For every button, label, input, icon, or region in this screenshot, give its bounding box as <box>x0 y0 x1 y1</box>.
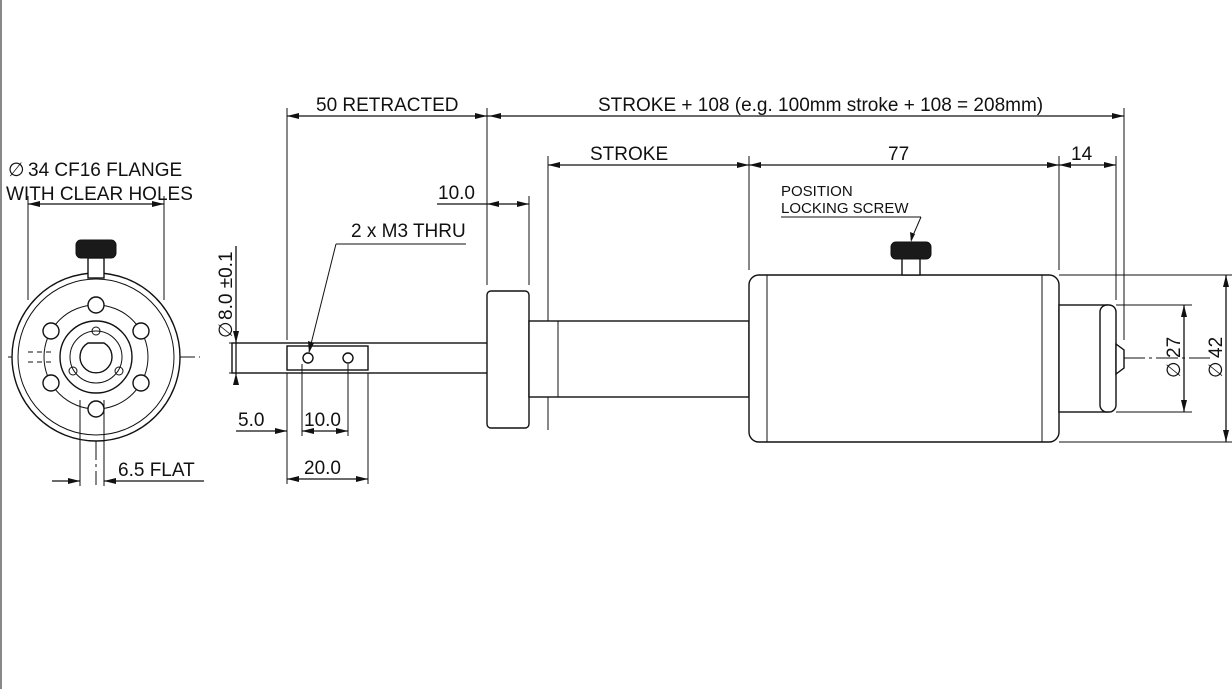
shaft-dia-symbol: ∅ <box>216 321 237 338</box>
actuator-body <box>748 274 1060 443</box>
side-dimensions: 50 RETRACTED STROKE + 108 (e.g. 100mm st… <box>216 95 1232 484</box>
m3-hole-2 <box>342 352 354 364</box>
locking-screw-knob-end <box>75 239 117 259</box>
dim-20-arrow-right <box>356 476 368 482</box>
shaft-dia-arrow-top <box>233 331 239 343</box>
m3-leader <box>308 243 337 353</box>
screw-stem <box>87 257 105 279</box>
flange-dim-arrow-left <box>28 201 40 207</box>
flange-chamfer-circle <box>17 278 175 436</box>
end-knob <box>1115 342 1125 376</box>
small-hole-left <box>68 366 78 376</box>
dim-total-label: STROKE + 108 (e.g. 100mm stroke + 108 = … <box>598 95 1043 116</box>
m3-hole-1 <box>302 352 314 364</box>
dim-total-arrow-right <box>1112 113 1124 119</box>
dim-flange-arrow-left <box>487 201 499 207</box>
flange-label-line1: 34 CF16 FLANGE <box>28 160 182 181</box>
dia42-label: 42 <box>1206 337 1227 358</box>
m3-label: 2 x M3 THRU <box>351 221 466 242</box>
dim-10-holes-label: 10.0 <box>304 410 341 431</box>
shaft-dia-label: 8.0 ±0.1 <box>216 251 237 320</box>
flat-dim-label: 6.5 FLAT <box>118 460 195 481</box>
shaft-dia-label-group: ∅ 8.0 ±0.1 <box>216 251 237 338</box>
dia27-symbol: ∅ <box>1164 361 1185 378</box>
clear-hole-top <box>87 296 105 314</box>
clear-hole-top-right <box>132 322 150 340</box>
small-hole-right <box>114 366 124 376</box>
flange-dim-arrow-right <box>152 201 164 207</box>
dim-77-label: 77 <box>888 144 909 165</box>
dim-retracted-arrow-right <box>475 113 487 119</box>
dia27-arrow-top <box>1181 305 1187 317</box>
dim-14-label: 14 <box>1071 144 1093 165</box>
inner-recess <box>69 330 123 384</box>
dim-14-arrow-left <box>1059 162 1071 168</box>
dim-14-arrow-right <box>1104 162 1116 168</box>
flat-dim-arrow-left <box>68 478 80 484</box>
dia42-arrow-top <box>1223 275 1229 287</box>
end-cap <box>1058 304 1108 413</box>
clear-hole-bottom-left <box>42 374 60 392</box>
end-view: ∅ 34 CF16 FLANGE WITH CLEAR HOLES 6.5 FL… <box>6 160 204 486</box>
m3-leader-arrow <box>308 341 314 353</box>
dim-retracted-arrow-left <box>287 113 299 119</box>
dia42-arrow-bottom <box>1223 430 1229 442</box>
dia27-label: 27 <box>1164 337 1185 358</box>
flat-dim-arrow-right <box>104 478 116 484</box>
dim-stroke-arrow-left <box>548 162 560 168</box>
dim-retracted-label: 50 RETRACTED <box>316 95 459 116</box>
dim-77-arrow-right <box>1047 162 1059 168</box>
flange-diameter-symbol: ∅ <box>8 160 25 181</box>
dim-total-arrow-left <box>489 113 501 119</box>
dia42-symbol: ∅ <box>1206 361 1227 378</box>
dia42-label-group: ∅ 42 <box>1206 337 1227 378</box>
dim-flange-arrow-right <box>517 201 529 207</box>
dim-flange-label: 10.0 <box>438 183 475 204</box>
dim-77-arrow-left <box>749 162 761 168</box>
dim-20-arrow-left <box>287 476 299 482</box>
dim-10-holes-arrow-right <box>336 428 348 434</box>
position-label-line2: LOCKING SCREW <box>781 200 909 217</box>
dim-stroke-arrow-right <box>737 162 749 168</box>
position-leader-arrow <box>910 232 915 242</box>
clear-hole-bottom-right <box>132 374 150 392</box>
position-label-line1: POSITION <box>781 183 853 200</box>
flange-label-line2: WITH CLEAR HOLES <box>6 184 193 205</box>
side-view <box>231 241 1210 443</box>
shaft-dia-arrow-bottom <box>233 373 239 385</box>
dia27-label-group: ∅ 27 <box>1164 337 1185 378</box>
shaft-end-with-flat <box>79 342 113 374</box>
cf16-flange <box>486 290 530 429</box>
dia27-arrow-bottom <box>1181 400 1187 412</box>
locking-screw-stem <box>901 257 921 276</box>
shaft-flat-end <box>286 345 369 371</box>
dim-5-label: 5.0 <box>238 410 264 431</box>
small-hole-top <box>91 326 101 336</box>
end-cap-rim <box>1099 304 1117 413</box>
dim-5-arrow-left <box>275 428 287 434</box>
clear-hole-top-left <box>42 322 60 340</box>
locking-screw-knob <box>890 241 932 260</box>
dim-20-label: 20.0 <box>304 458 341 479</box>
clear-hole-bottom <box>87 400 105 418</box>
neck-tube <box>528 320 750 398</box>
dim-stroke-label: STROKE <box>590 144 668 165</box>
